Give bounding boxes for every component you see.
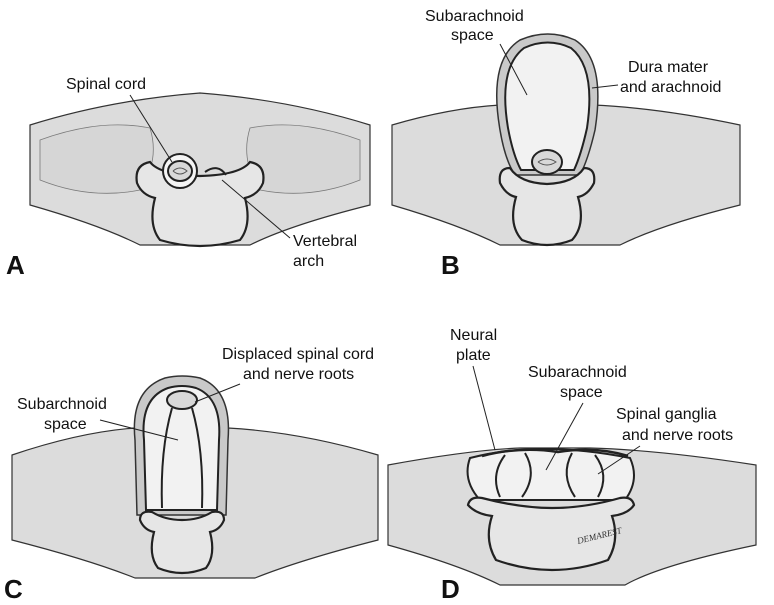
- panel-letter-d: D: [441, 574, 460, 604]
- panel-c-label-subarachnoid-1: Subarchnoid: [17, 396, 107, 413]
- panel-a-label-vertebral-2: arch: [293, 253, 324, 270]
- panel-d-subarachnoid-area: [466, 448, 635, 501]
- panel-a: Spinal cord Vertebral arch A: [6, 76, 371, 280]
- panel-d-label-neural-2: plate: [456, 347, 491, 364]
- panel-d-leader-subarachnoid: [545, 402, 584, 471]
- panel-d: DEMAREST Neural plate Subarachnoid space…: [387, 327, 757, 604]
- panel-b-subarachnoid-sac: [504, 41, 591, 171]
- panel-a-label-spinal-cord: Spinal cord: [66, 76, 146, 93]
- panel-letter-c: C: [4, 574, 23, 604]
- panel-d-label-subarachnoid-2: space: [560, 384, 603, 401]
- panel-c-nerve-root-left: [160, 407, 173, 509]
- panel-letter-b: B: [441, 250, 460, 280]
- panel-d-label-ganglia-2: and nerve roots: [622, 427, 733, 444]
- panel-c: Displaced spinal cord and nerve roots Su…: [4, 346, 379, 604]
- panel-b-leader-subarachnoid: [499, 43, 528, 96]
- panel-b-label-dura-2: and arachnoid: [620, 79, 721, 96]
- panel-a-spinal-cord: [167, 160, 193, 182]
- panel-a-leader-spinal-cord: [129, 94, 173, 163]
- panel-b-spinal-cord: [531, 149, 563, 175]
- panel-letter-a: A: [6, 250, 25, 280]
- panel-d-label-neural-1: Neural: [450, 327, 497, 344]
- panel-d-ganglion-left: [495, 452, 532, 498]
- panel-d-vertebral-body: [466, 496, 636, 572]
- panel-c-vertebral-body: [138, 510, 226, 575]
- panel-b-label-subarachnoid-2: space: [451, 27, 494, 44]
- panel-c-leader-subarachnoid: [99, 419, 179, 441]
- panel-c-label-displaced-2: and nerve roots: [243, 366, 354, 383]
- panel-c-label-displaced-1: Displaced spinal cord: [222, 346, 374, 363]
- panel-c-displaced-cord: [166, 390, 198, 410]
- panel-d-label-ganglia-1: Spinal ganglia: [616, 406, 717, 423]
- panel-a-vertebral-arch: [204, 167, 227, 176]
- panel-c-label-subarachnoid-2: space: [44, 416, 87, 433]
- panel-d-label-subarachnoid-1: Subarachnoid: [528, 364, 627, 381]
- panel-b: Subarachnoid space Dura mater and arachn…: [391, 8, 741, 280]
- panel-a-label-vertebral-1: Vertebral: [293, 233, 357, 250]
- panel-b-leader-dura: [591, 84, 619, 89]
- panel-d-leader-ganglia: [597, 445, 641, 475]
- panel-a-leader-vertebral-arch: [221, 179, 291, 239]
- panel-d-neural-plate: [481, 448, 629, 458]
- panel-b-label-subarachnoid-1: Subarachnoid: [425, 8, 524, 25]
- panel-b-label-dura-1: Dura mater: [628, 59, 709, 76]
- panel-d-ganglion-right: [565, 452, 605, 498]
- panel-d-leader-neural: [472, 365, 496, 451]
- panel-c-nerve-root-right: [191, 407, 204, 509]
- panel-c-leader-displaced: [194, 383, 241, 403]
- panel-b-vertebral-body: [498, 166, 596, 247]
